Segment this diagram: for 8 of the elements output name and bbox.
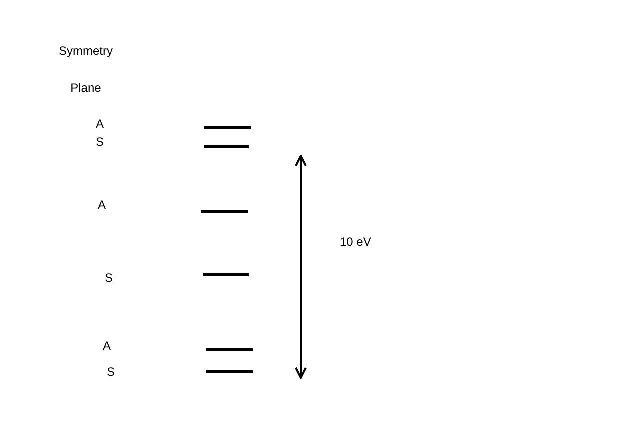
symmetry-label: A bbox=[98, 198, 106, 212]
symmetry-label: A bbox=[96, 117, 104, 131]
symmetry-label: S bbox=[96, 135, 104, 149]
symmetry-label: S bbox=[107, 365, 116, 379]
energy-range-label: 10 eV bbox=[340, 235, 372, 249]
column-heading: Symmetry Plane bbox=[58, 43, 114, 97]
symmetry-label: S bbox=[105, 271, 114, 285]
symmetry-label: A bbox=[103, 339, 112, 353]
